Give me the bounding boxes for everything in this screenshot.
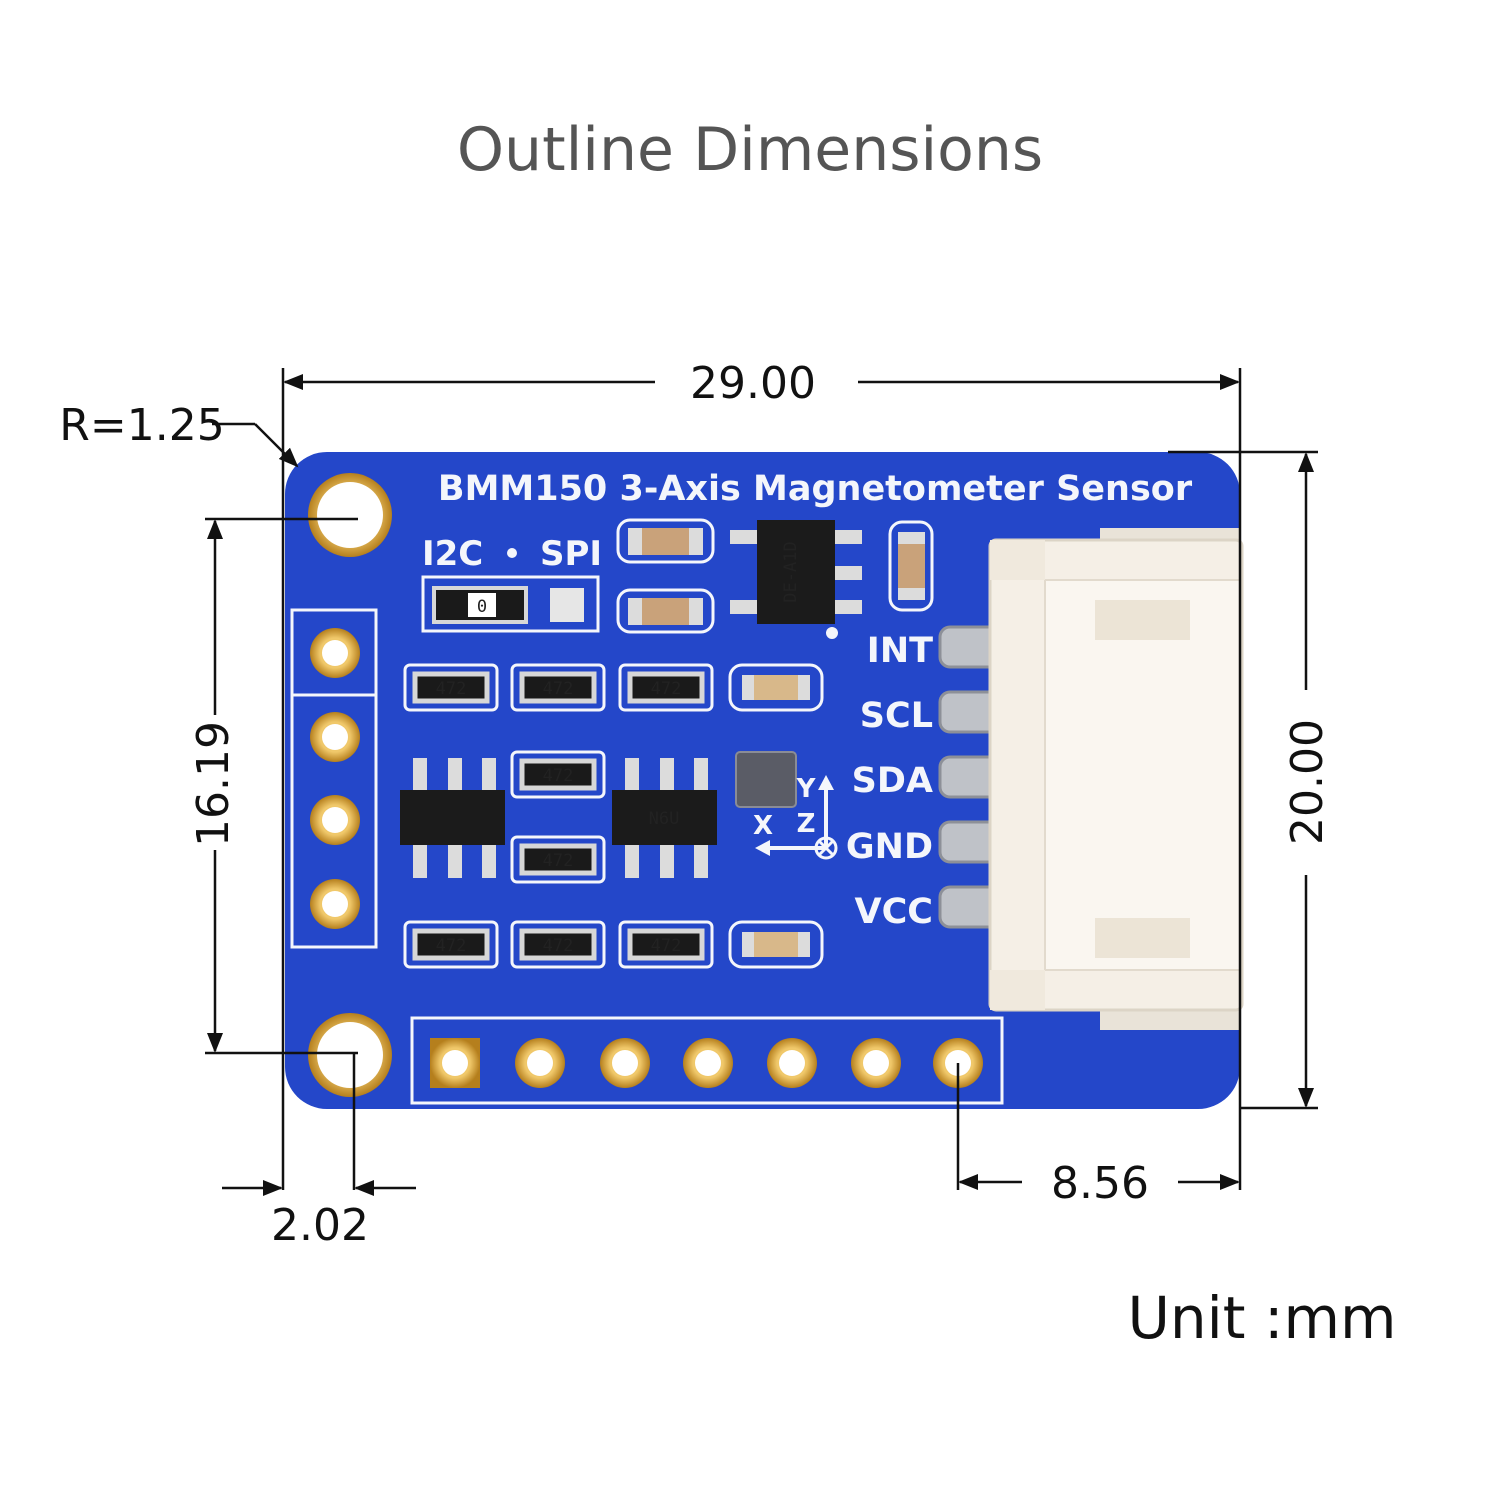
dimension-width: 29.00	[690, 358, 816, 409]
dimension-lines	[205, 368, 1318, 1196]
mode-label-spi: SPI	[540, 534, 602, 574]
unit-label: Unit :mm	[1127, 1284, 1396, 1352]
dimension-corner-radius: R=1.25	[59, 400, 224, 451]
board-name: BMM150 3-Axis Magnetometer Sensor	[438, 469, 1193, 509]
pcb-board: BMM150 3-Axis Magnetometer Sensor I2C SP…	[285, 452, 1244, 1109]
capacitor-vertical	[888, 520, 934, 612]
svg-text:472: 472	[543, 766, 574, 786]
pin-label-scl: SCL	[860, 696, 933, 736]
axis-label-z: Z	[797, 809, 816, 839]
capacitor-top-2	[616, 588, 715, 634]
axis-label-x: X	[753, 811, 773, 841]
svg-text:472: 472	[651, 936, 682, 956]
pin-label-vcc: VCC	[855, 892, 933, 932]
left-pin-header	[290, 608, 378, 949]
regulator-ic: DE-A1D	[730, 520, 862, 624]
dimension-height: 20.00	[1282, 719, 1333, 845]
selector-pad	[550, 588, 584, 622]
capacitor-top-1	[616, 518, 715, 564]
dimension-pin-offset: 8.56	[1051, 1158, 1149, 1209]
mode-label-i2c: I2C	[422, 534, 483, 574]
selector-resistor-mark: 0	[477, 597, 487, 617]
jst-connector	[988, 528, 1244, 1030]
level-shifter-ic-2: N6U	[612, 758, 717, 878]
dimension-hole-spacing: 16.19	[188, 721, 239, 847]
pin-label-sda: SDA	[852, 761, 933, 801]
level-shifter-ic-mark: N6U	[649, 809, 680, 829]
level-shifter-ic-1	[400, 758, 505, 878]
pin-label-int: INT	[867, 631, 933, 671]
resistor-array: 472 472 472 472	[403, 663, 824, 969]
bmm150-chip	[735, 751, 797, 808]
svg-text:472: 472	[543, 851, 574, 871]
axis-indicator: Y X Z	[753, 774, 838, 860]
page-title: Outline Dimensions	[457, 115, 1043, 185]
svg-text:472: 472	[436, 679, 467, 699]
pin-label-gnd: GND	[846, 827, 933, 867]
svg-text:472: 472	[436, 936, 467, 956]
axis-label-y: Y	[796, 774, 817, 804]
regulator-ic-mark: DE-A1D	[781, 541, 801, 602]
bottom-pin-header	[410, 1016, 1004, 1105]
svg-text:472: 472	[543, 936, 574, 956]
dimension-hole-offset: 2.02	[271, 1200, 369, 1251]
svg-text:472: 472	[651, 679, 682, 699]
svg-text:472: 472	[543, 679, 574, 699]
